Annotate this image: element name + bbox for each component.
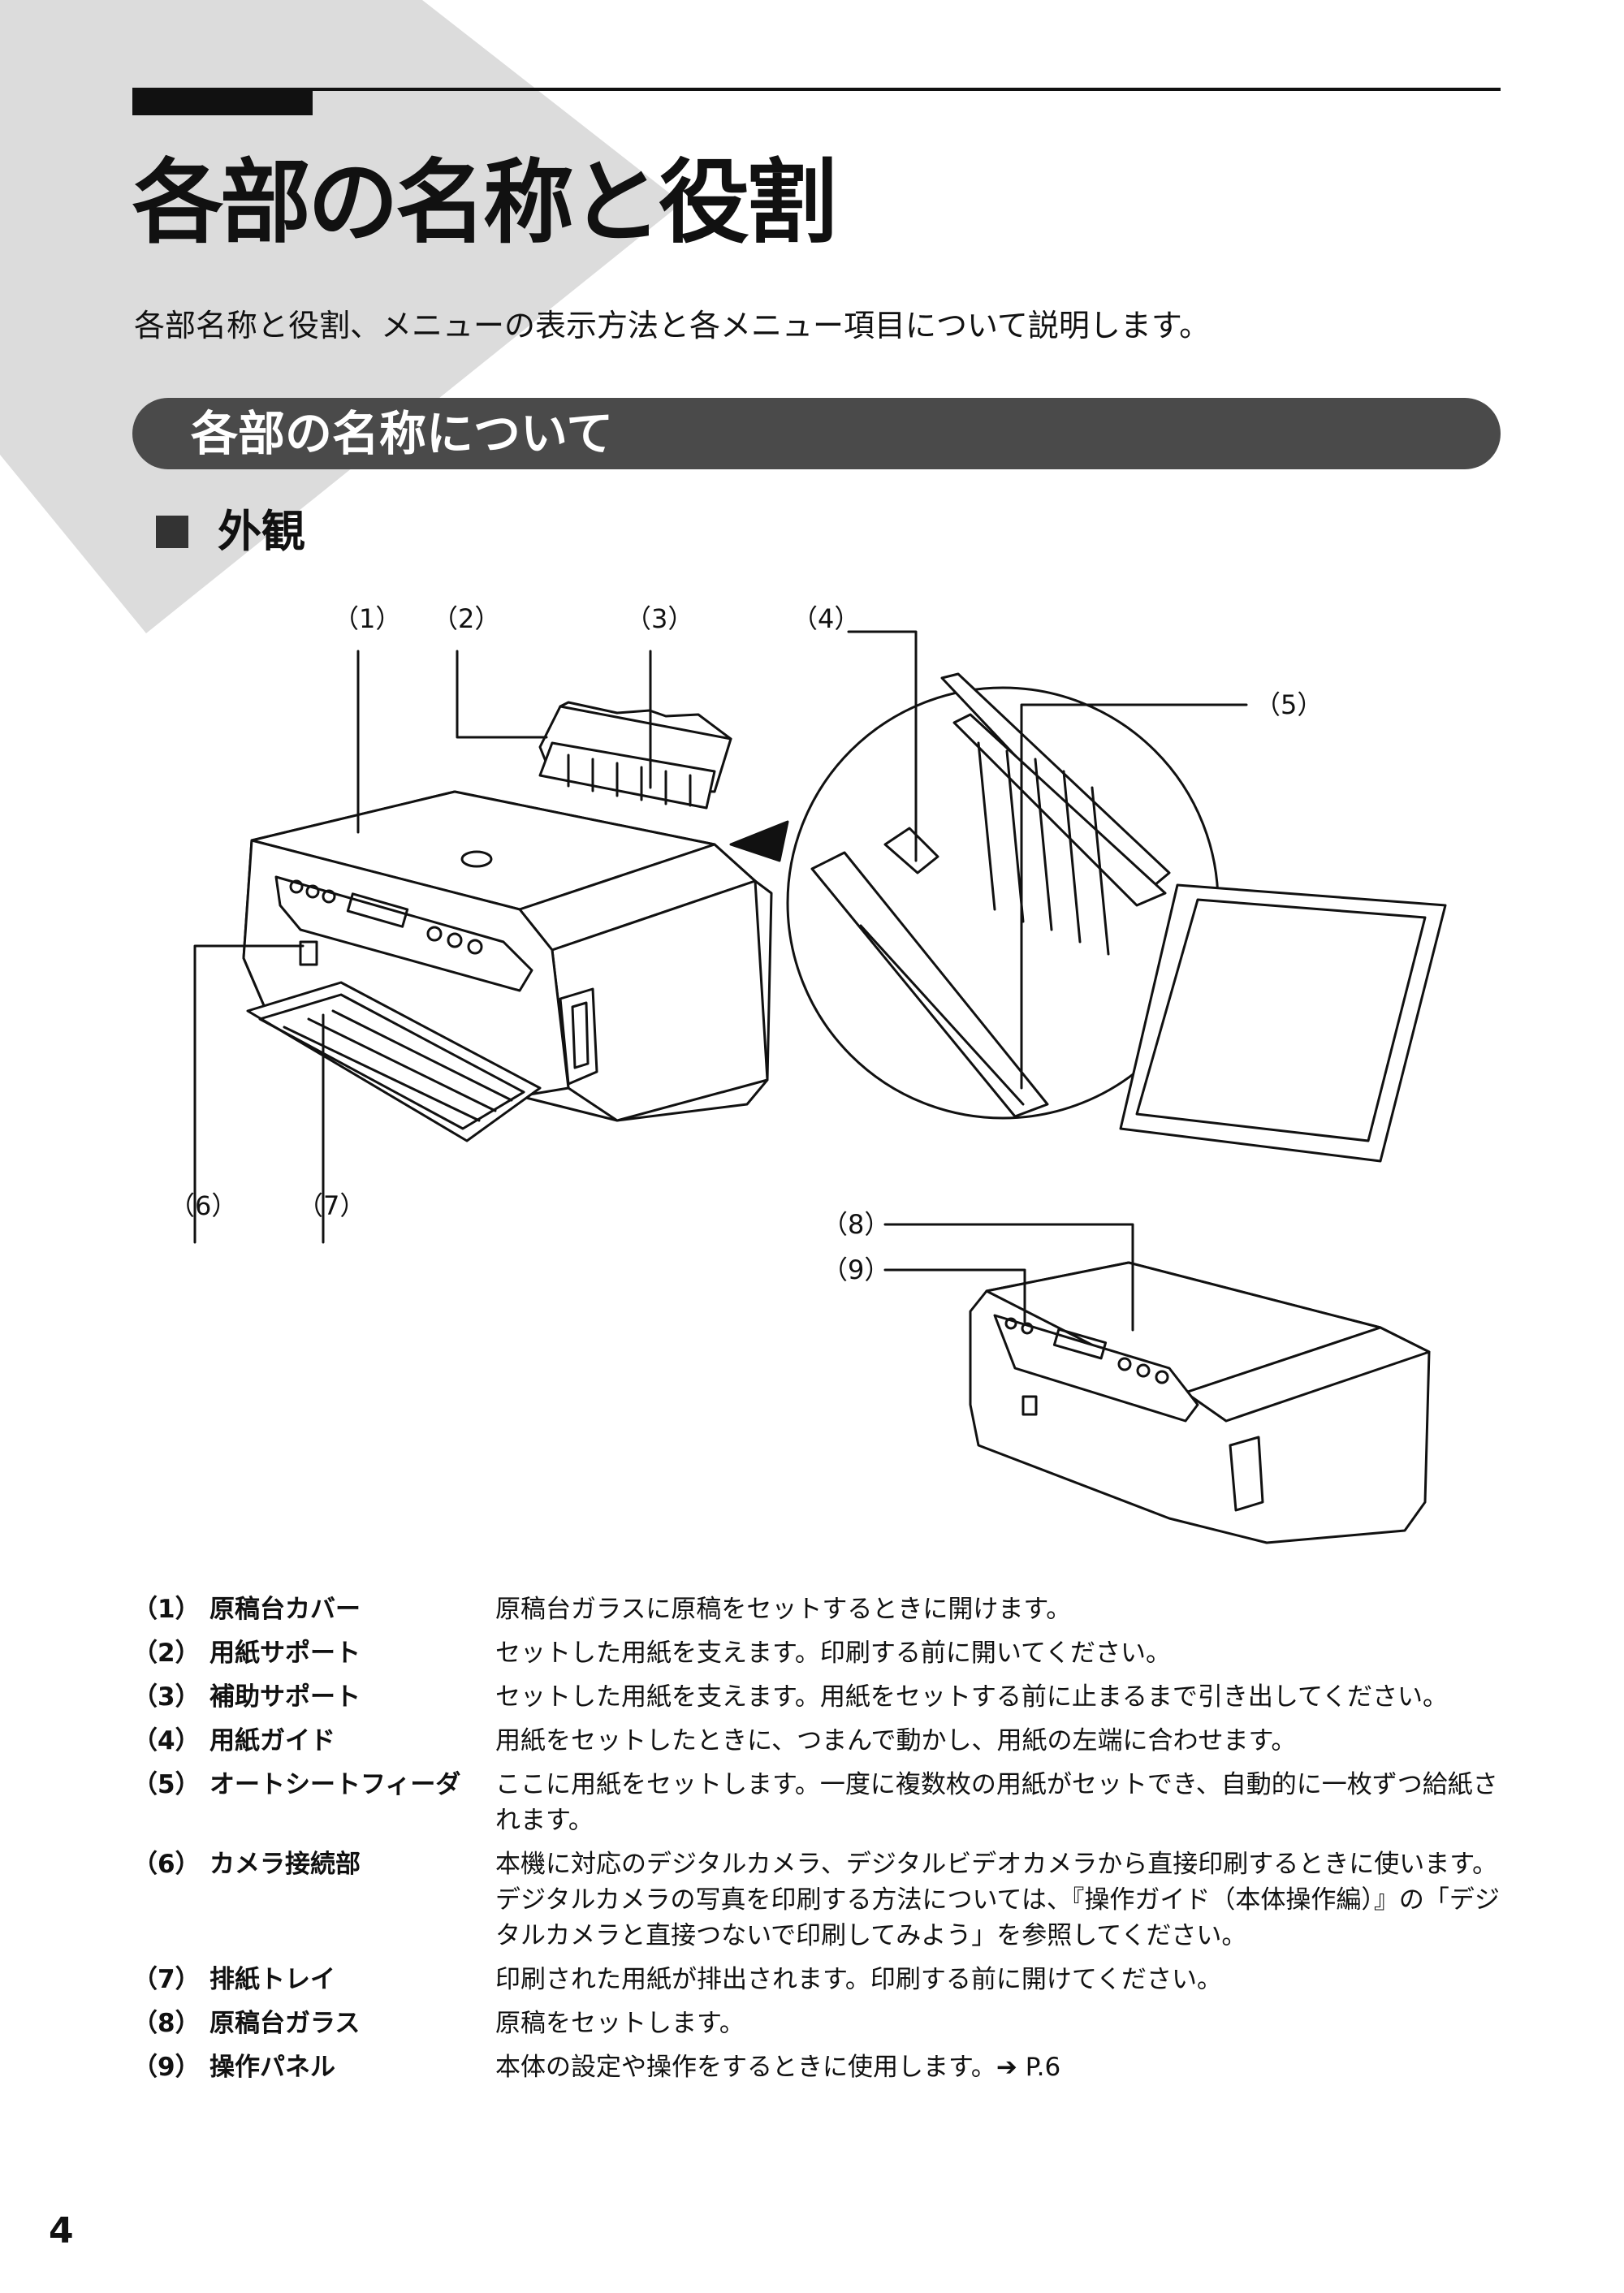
- callout-2: （2）: [432, 603, 501, 634]
- part-number: （8）: [132, 2009, 201, 2038]
- part-name: 原稿台カバー: [209, 1595, 361, 1624]
- subsection-title: 外観: [218, 506, 305, 557]
- list-item: （5） オートシートフィーダ ここに用紙をセットします。一度に複数枚の用紙がセッ…: [132, 1767, 1513, 1838]
- part-description: 本機に対応のデジタルカメラ、デジタルビデオカメラから直接印刷するときに使います。…: [495, 1850, 1500, 1950]
- part-name: 用紙サポート: [209, 1639, 361, 1668]
- page-number: 4: [49, 2210, 74, 2252]
- callout-5: （5）: [1255, 689, 1324, 720]
- printer-front-view: [242, 701, 789, 1142]
- part-name: 用紙ガイド: [209, 1726, 335, 1755]
- section-title: 各部の名称について: [191, 406, 614, 461]
- part-description: セットした用紙を支えます。用紙をセットする前に止まるまで引き出してください。: [495, 1682, 1449, 1712]
- square-bullet-icon: [156, 516, 188, 548]
- part-description: 本体の設定や操作をするときに使用します。➔ P.6: [495, 2053, 1061, 2082]
- part-name: 操作パネル: [209, 2053, 335, 2082]
- callout-9: （9）: [822, 1254, 891, 1285]
- callout-8: （8）: [822, 1209, 891, 1240]
- part-description: 原稿をセットします。: [495, 2009, 745, 2038]
- callout-6: （6）: [169, 1190, 238, 1221]
- part-description: セットした用紙を支えます。印刷する前に開いてください。: [495, 1639, 1172, 1668]
- intro-text: 各部名称と役割、メニューの表示方法と各メニュー項目について説明します。: [134, 308, 1211, 343]
- part-name: 原稿台ガラス: [209, 2009, 361, 2038]
- part-number: （7）: [132, 1965, 201, 1994]
- callout-3: （3）: [625, 603, 694, 634]
- part-name: オートシートフィーダ: [209, 1770, 461, 1799]
- part-number: （9）: [132, 2053, 201, 2082]
- list-item: （3） 補助サポート セットした用紙を支えます。用紙をセットする前に止まるまで引…: [132, 1679, 1513, 1715]
- callout-1: （1）: [333, 603, 402, 634]
- part-number: （5）: [132, 1770, 201, 1799]
- page-title: 各部の名称と役割: [132, 150, 837, 256]
- list-item: （6） カメラ接続部 本機に対応のデジタルカメラ、デジタルビデオカメラから直接印…: [132, 1846, 1513, 1954]
- list-item: （9） 操作パネル 本体の設定や操作をするときに使用します。➔ P.6: [132, 2049, 1513, 2085]
- part-description: 原稿台ガラスに原稿をセットするときに開けます。: [495, 1595, 1072, 1624]
- section-heading-bar: [132, 398, 1501, 469]
- callout-7: （7）: [297, 1190, 366, 1221]
- part-name: 補助サポート: [209, 1682, 361, 1712]
- list-item: （4） 用紙ガイド 用紙をセットしたときに、つまんで動かし、用紙の左端に合わせま…: [132, 1723, 1513, 1759]
- header-rule-accent: [132, 91, 313, 115]
- part-description: 印刷された用紙が排出されます。印刷する前に開けてください。: [495, 1965, 1222, 1994]
- part-description: ここに用紙をセットします。一度に複数枚の用紙がセットでき、自動的に一枚ずつ給紙さ…: [495, 1770, 1498, 1835]
- printer-scanner-open-view: [969, 883, 1447, 1544]
- list-item: （7） 排紙トレイ 印刷された用紙が排出されます。印刷する前に開けてください。: [132, 1962, 1513, 1997]
- part-number: （6）: [132, 1850, 201, 1879]
- leader-lines: [193, 630, 1248, 1332]
- list-item: （1） 原稿台カバー 原稿台ガラスに原稿をセットするときに開けます。: [132, 1591, 1513, 1627]
- part-number: （4）: [132, 1726, 201, 1755]
- part-number: （2）: [132, 1639, 201, 1668]
- part-number: （1）: [132, 1595, 201, 1624]
- parts-list: （1） 原稿台カバー 原稿台ガラスに原稿をセットするときに開けます。 （2） 用…: [132, 1591, 1513, 2093]
- part-number: （3）: [132, 1682, 201, 1712]
- list-item: （2） 用紙サポート セットした用紙を支えます。印刷する前に開いてください。: [132, 1635, 1513, 1671]
- printer-illustration: [193, 630, 1447, 1544]
- list-item: （8） 原稿台ガラス 原稿をセットします。: [132, 2006, 1513, 2041]
- part-name: 排紙トレイ: [209, 1965, 335, 1994]
- callout-4: （4）: [792, 603, 861, 634]
- part-name: カメラ接続部: [209, 1850, 361, 1879]
- part-description: 用紙をセットしたときに、つまんで動かし、用紙の左端に合わせます。: [495, 1726, 1297, 1755]
- magnified-paper-guide-view: [786, 672, 1220, 1120]
- header-rule: [132, 88, 1501, 91]
